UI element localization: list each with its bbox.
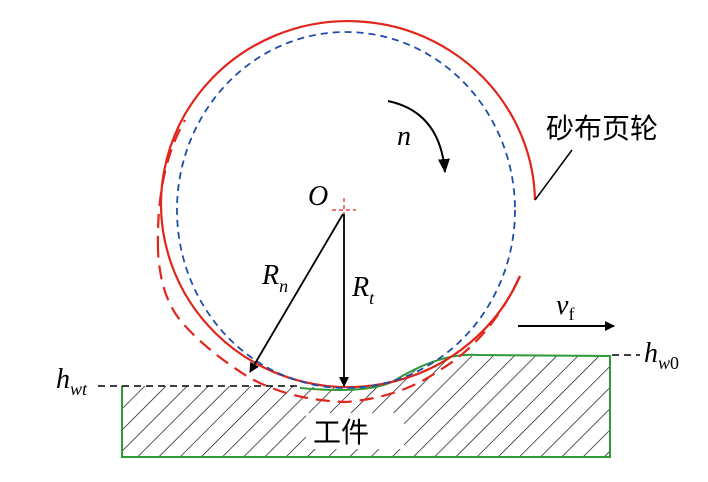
height-wt-subscript: wt (70, 379, 88, 399)
radius-n-subscript: n (279, 276, 288, 296)
center-label: O (308, 181, 328, 212)
height-w0-base: h (644, 338, 658, 369)
feed-velocity-label: vf (556, 290, 574, 324)
flap-wheel-outer-outline (159, 20, 537, 389)
radius-t-base: R (351, 272, 369, 303)
height-wt-label: hwt (56, 364, 88, 399)
flap-wheel-left-dashed-edge (156, 119, 186, 251)
height-w0-subscript: w0 (658, 353, 679, 373)
height-wt-base: h (56, 364, 70, 395)
rotation-label: n (397, 121, 411, 152)
workpiece-label-background (306, 413, 404, 449)
feed-velocity-base: v (556, 290, 569, 321)
workpiece-label: 工件 (313, 416, 369, 449)
contact-circle (176, 31, 516, 389)
wheel-label-leader (534, 149, 573, 201)
radius-n-base: R (261, 260, 279, 291)
height-w0-label: hw0 (644, 338, 679, 373)
workpiece-outline (121, 353, 611, 458)
radius-t-subscript: t (369, 288, 375, 308)
height-w0-subscript-w: w (658, 353, 670, 373)
radius-n-arrow (249, 213, 344, 373)
flap-wheel-deformed-outline (156, 249, 521, 404)
workpiece-hatch (122, 354, 610, 457)
rotation-arrow (387, 100, 450, 173)
radius-t-label: Rt (351, 272, 375, 308)
wheel-label: 砂布页轮 (546, 112, 658, 145)
feed-velocity-subscript: f (568, 304, 574, 324)
height-w0-subscript-zero: 0 (670, 353, 679, 373)
radius-n-label: Rn (261, 260, 288, 296)
